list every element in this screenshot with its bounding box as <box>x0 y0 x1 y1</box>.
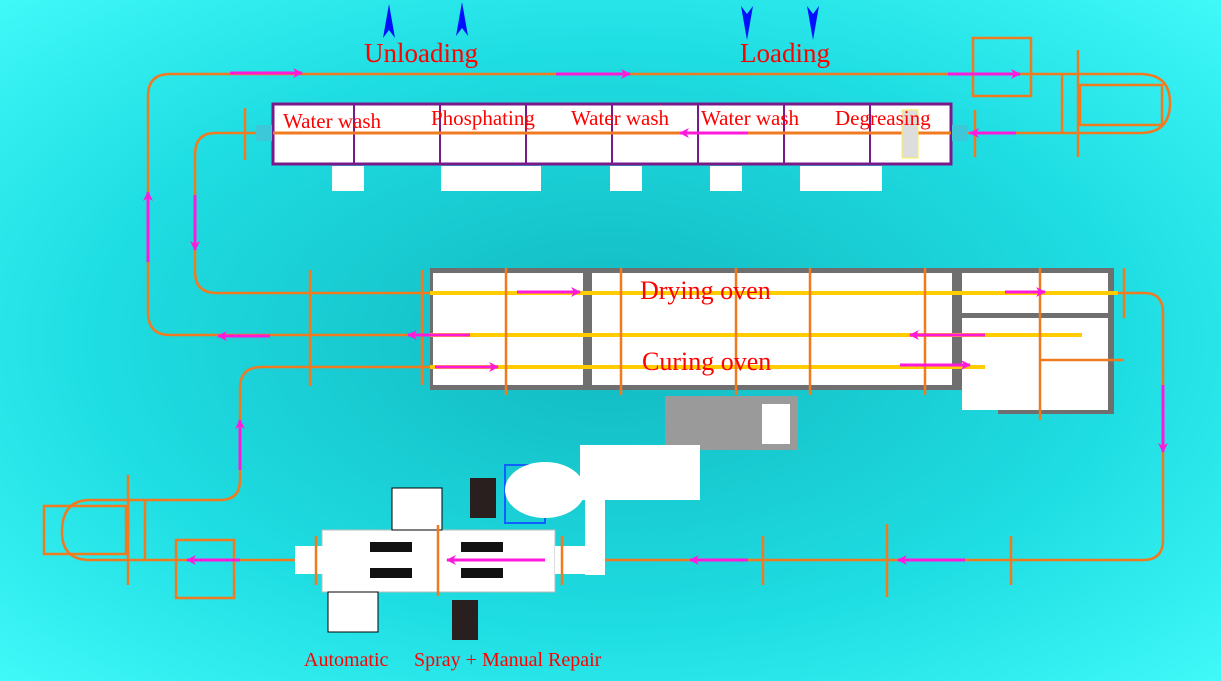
stage-label-degreasing: Degreasing <box>835 106 931 130</box>
drying-oven-label: Drying oven <box>640 276 771 305</box>
stage-label-water-wash-1: Water wash <box>283 109 382 133</box>
loading-arrow-down-2 <box>807 6 819 40</box>
stage-label-water-wash-3: Water wash <box>701 106 800 130</box>
loading-label: Loading <box>740 38 830 68</box>
pretreatment-tunnel <box>256 102 968 191</box>
unloading-label: Unloading <box>364 38 478 68</box>
stage-label-phosphating: Phosphating <box>431 106 535 130</box>
spray-manual-repair-label: Spray + Manual Repair <box>414 649 602 671</box>
flow-arrows <box>143 68 1168 565</box>
automatic-spray-label: Automatic <box>304 649 389 671</box>
station-arrows <box>383 2 819 40</box>
curing-oven-label: Curing oven <box>642 347 771 376</box>
oven-block <box>308 268 1126 450</box>
stage-label-water-wash-2: Water wash <box>571 106 670 130</box>
transfer-devices <box>42 36 1164 600</box>
unloading-arrow-up-2 <box>456 2 468 36</box>
unloading-arrow-up-1 <box>383 4 395 38</box>
loading-arrow-down-1 <box>741 6 753 40</box>
